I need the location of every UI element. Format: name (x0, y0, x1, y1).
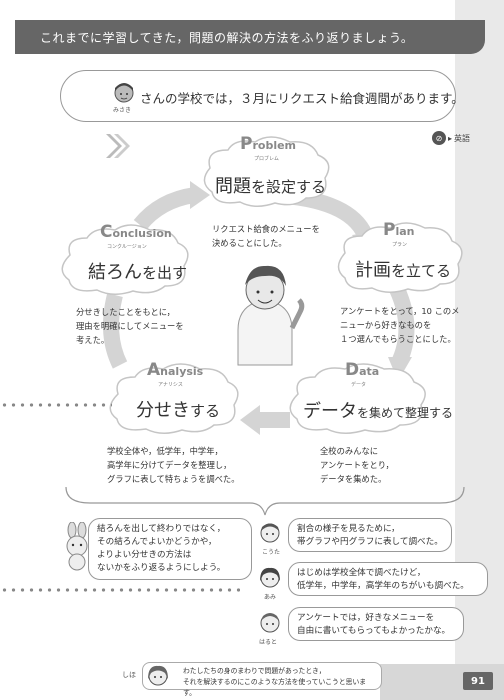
shiho-avatar (148, 665, 168, 686)
problem-cloud (203, 136, 330, 207)
plan-cloud-text: 計画を立てる (355, 260, 452, 281)
child-illustration (237, 265, 305, 366)
haruto-avatar (260, 613, 280, 633)
conclusion-cloud-text: 結ろんを出す (88, 262, 188, 283)
chevron-decoration-icon (106, 134, 130, 158)
data-label: Data (345, 360, 380, 380)
analysis-cloud-text: 分せきする (136, 400, 221, 421)
plan-ruby: プラン (392, 242, 408, 248)
english-link-label: 英語 (454, 133, 471, 143)
header-band (15, 20, 485, 54)
english-link[interactable]: ⊘ ▸ 英語 (432, 131, 470, 145)
dotted-guide-bottom (0, 588, 240, 592)
cycle-arrows (103, 181, 415, 435)
haruto-name: はると (259, 639, 278, 646)
conclusion-cloud (61, 224, 189, 295)
ami-name: あみ (264, 594, 277, 601)
dotted-guide-top (0, 403, 112, 407)
plan-cloud (337, 222, 463, 293)
haruto-bubble: アンケートでは，好きなメニューを自由に書いてもらってもよかったかな。 (288, 607, 464, 641)
link-icon: ⊘ (432, 131, 446, 145)
data-ruby: データ (351, 382, 367, 388)
ami-bubble: はじめは学校全体で調べたけど，低学年，中学年，高学年のちがいも調べた。 (288, 562, 488, 596)
data-description: 全校のみんなにアンケートをとり，データを集めた。 (320, 446, 394, 484)
misaki-avatar (114, 83, 134, 103)
page-number: 91 (463, 672, 493, 690)
kouta-name: こうた (262, 549, 281, 556)
conclusion-description: 分せきしたことをもとに，理由を明確にしてメニューを考えた。 (76, 307, 184, 345)
rabbit-mascot-icon (66, 522, 88, 571)
conclusion-label: Conclusion (100, 222, 172, 242)
footer-message: わたしたちの身のまわりで問題があったとき，それを解決するのにこのような方法を使っ… (142, 662, 382, 697)
reflection-left-bubble: 結ろんを出して終わりではなく，その結ろんでよいかどうかや，よりよい分せきの方法は… (88, 518, 252, 580)
plan-label: Plan (383, 220, 415, 240)
summary-brace (65, 486, 465, 516)
ami-avatar (260, 567, 280, 588)
analysis-label: Analysis (147, 360, 204, 380)
problem-cloud-text: 問題を設定する (215, 176, 327, 197)
page-title: これまでに学習してきた，問題の解決の方法をふり返りましょう。 (40, 31, 414, 45)
problem-label: Problem (240, 134, 297, 154)
intro-speaker-name: みさき (113, 107, 132, 114)
data-cloud (289, 363, 426, 434)
english-link-arrow: ▸ (448, 133, 453, 143)
kouta-bubble: 割合の様子を見るために，帯グラフや円グラフに表して調べた。 (288, 518, 452, 552)
kouta-avatar (260, 523, 280, 543)
analysis-cloud (109, 363, 239, 434)
shiho-name: しほ (122, 671, 136, 679)
data-cloud-text: データを集めて整理する (303, 401, 454, 422)
analysis-description: 学校全体や，低学年，中学年，高学年に分けてデータを整理し，グラフに表して特ちょう… (107, 446, 240, 484)
intro-text: さんの学校では，３月にリクエスト給食週間があります。 (140, 91, 464, 106)
problem-description: リクエスト給食のメニューを決めることにした。 (212, 224, 320, 248)
problem-ruby: プロブレム (254, 156, 279, 162)
conclusion-ruby: コンクルージョン (107, 244, 147, 250)
analysis-ruby: アナリシス (158, 382, 183, 388)
